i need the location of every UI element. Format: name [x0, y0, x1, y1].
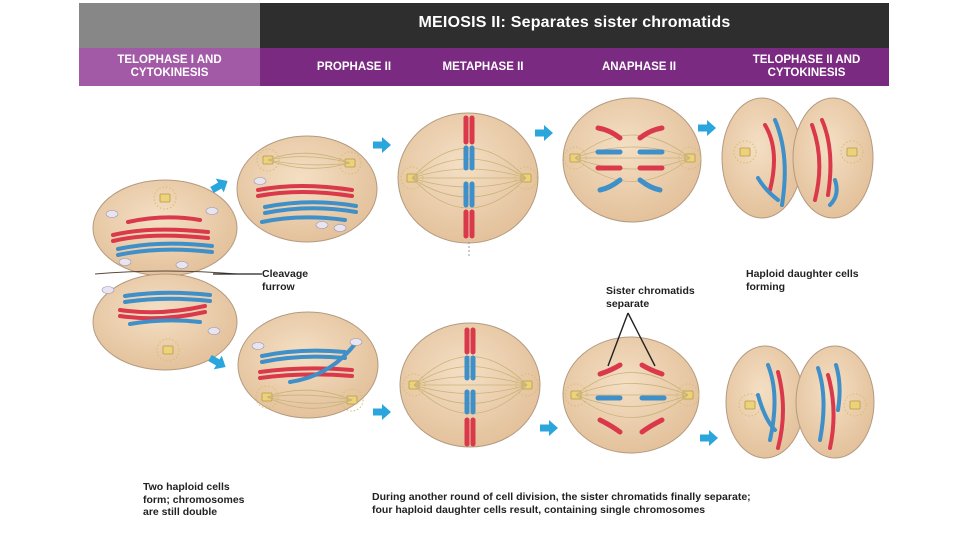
banner-title: MEIOSIS II: Separates sister chromatids — [418, 14, 731, 31]
caption-text: During another round of cell division, t… — [372, 491, 751, 516]
prophase-ii-top — [236, 135, 378, 243]
telophase-i-cells — [92, 179, 238, 371]
telophase-ii-top — [721, 97, 874, 219]
cleavage-furrow-label: Cleavage furrow — [262, 268, 309, 293]
meiosis-ii-banner: MEIOSIS II: Separates sister chromatids — [260, 3, 889, 48]
sister-chromatids-pointer — [607, 312, 656, 367]
telophase-ii-bottom — [725, 345, 875, 459]
stage-bar-first — [79, 48, 260, 86]
stage-prophase-ii: PROPHASE II — [316, 60, 392, 73]
anaphase-ii-top — [562, 97, 702, 223]
two-haploid-cells-label: Two haploid cells form; chromosomes are … — [143, 481, 245, 518]
prophase-ii-bottom — [237, 311, 379, 419]
metaphase-ii-top — [397, 112, 539, 258]
sister-chromatids-label: Sister chromatids separate — [606, 285, 695, 310]
stage-telophase-ii: TELOPHASE II AND CYTOKINESIS — [752, 54, 861, 79]
stage-anaphase-ii: ANAPHASE II — [601, 60, 677, 73]
header-blank-block — [79, 3, 260, 48]
stage-telophase-i: TELOPHASE I AND CYTOKINESIS — [117, 54, 222, 79]
metaphase-ii-bottom — [399, 322, 541, 448]
haploid-forming-label: Haploid daughter cells forming — [746, 268, 859, 293]
stage-metaphase-ii: METAPHASE II — [442, 60, 524, 73]
anaphase-ii-bottom — [562, 336, 700, 454]
